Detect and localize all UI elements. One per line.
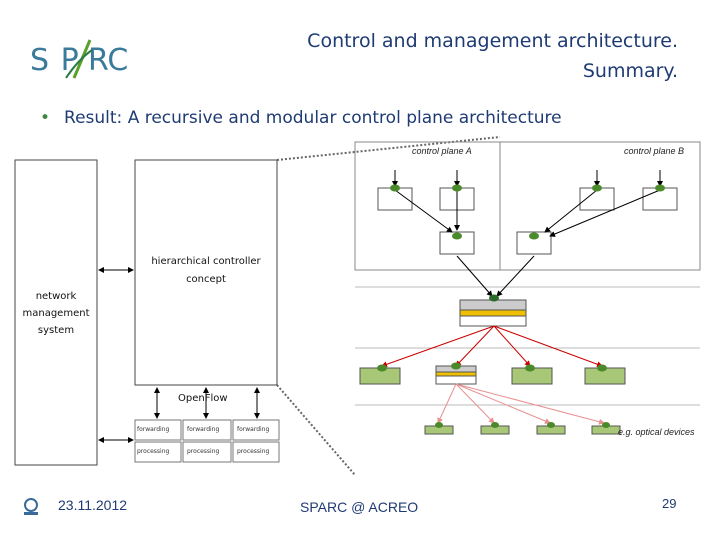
ctrl-b3 — [516, 231, 552, 255]
controller-ports — [390, 184, 665, 240]
result-bullet: • Result: A recursive and modular control… — [40, 108, 562, 128]
sparc-logo: S P RC — [30, 39, 128, 79]
processing-label: processing — [137, 448, 170, 455]
plane-b-label: control plane B — [624, 146, 685, 156]
nms-label: network management system — [22, 291, 90, 336]
controller-label-line2: concept — [186, 274, 226, 285]
forwarding-label: forwarding — [137, 426, 170, 433]
title-line-1: Control and management architecture. — [307, 30, 678, 52]
optical-devices — [424, 422, 621, 435]
page-number: 29 — [662, 496, 677, 511]
forwarding-label: forwarding — [237, 426, 270, 433]
processing-label: processing — [187, 448, 220, 455]
controller-label: hierarchical controller concept — [140, 253, 272, 289]
footer-center: SPARC @ ACREO — [300, 499, 419, 515]
footer-logo-icon — [24, 498, 38, 515]
openflow-label: OpenFlow — [178, 393, 228, 404]
processing-label: processing — [237, 448, 270, 455]
optical-note: e.g. optical devices — [618, 427, 695, 437]
zoom-line-bottom — [276, 384, 356, 476]
bullet-dot: • — [40, 108, 51, 128]
footer-date: 23.11.2012 — [58, 497, 128, 513]
control-plane-b-box — [499, 141, 701, 271]
title-line-2: Summary. — [582, 60, 678, 82]
forwarding-label: forwarding — [187, 426, 220, 433]
ctrl-a3 — [439, 231, 475, 255]
fp-boxes — [134, 419, 280, 463]
slide-title: Control and management architecture. Sum… — [307, 26, 678, 86]
bullet-text: Result: A recursive and modular control … — [64, 108, 562, 128]
nms-box — [14, 159, 98, 466]
plane-a-label: control plane A — [412, 146, 472, 156]
controller-box — [134, 159, 278, 386]
switch-row — [359, 362, 626, 385]
svg-text:RC: RC — [88, 43, 128, 78]
hybrid-switch — [459, 294, 527, 327]
zoom-line-top — [276, 136, 501, 161]
controller-label-line1: hierarchical controller — [151, 256, 261, 267]
control-plane-a-box — [354, 141, 501, 271]
